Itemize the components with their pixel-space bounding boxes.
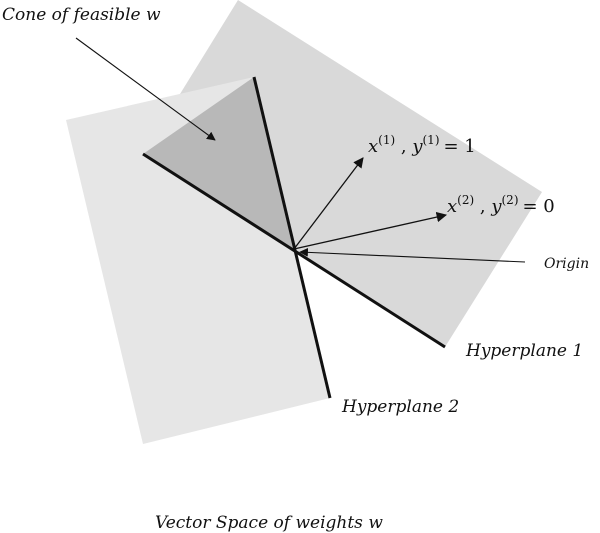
vector-x1-superscript: (1)	[378, 133, 395, 147]
origin-label: Origin	[544, 256, 589, 272]
vector-x1-label: x(1) , y(1)= 1	[368, 133, 476, 157]
hyperplane-2-line	[252, 76, 332, 399]
hyperplane-2-label: Hyperplane 2	[341, 397, 459, 417]
vector-x2-arrow	[293, 211, 448, 250]
cone-label: Cone of feasible w	[2, 5, 161, 25]
vector-x1-name: x	[368, 136, 378, 157]
vector-x1-y-value: = 1	[444, 136, 476, 157]
vector-x2-superscript: (2)	[457, 193, 474, 207]
diagram-caption: Vector Space of weights w	[155, 513, 383, 533]
vector-x2-y-value: = 0	[523, 196, 555, 217]
vector-x2-y-superscript: (2)	[502, 193, 519, 207]
vector-x1-arrow	[293, 157, 364, 250]
vector-x1-y-superscript: (1)	[423, 133, 440, 147]
vector-x1-y-name: y	[411, 136, 423, 157]
feasible-cone-region	[143, 77, 294, 249]
hyperplane-1-label: Hyperplane 1	[465, 341, 583, 361]
vector-x2-label: x(2) , y(2)= 0	[447, 193, 555, 217]
origin-pointer-arrow	[299, 247, 526, 263]
vector-x2-name: x	[447, 196, 457, 217]
vector-x2-y-name: y	[490, 196, 502, 217]
cone-pointer-arrow	[75, 37, 216, 141]
